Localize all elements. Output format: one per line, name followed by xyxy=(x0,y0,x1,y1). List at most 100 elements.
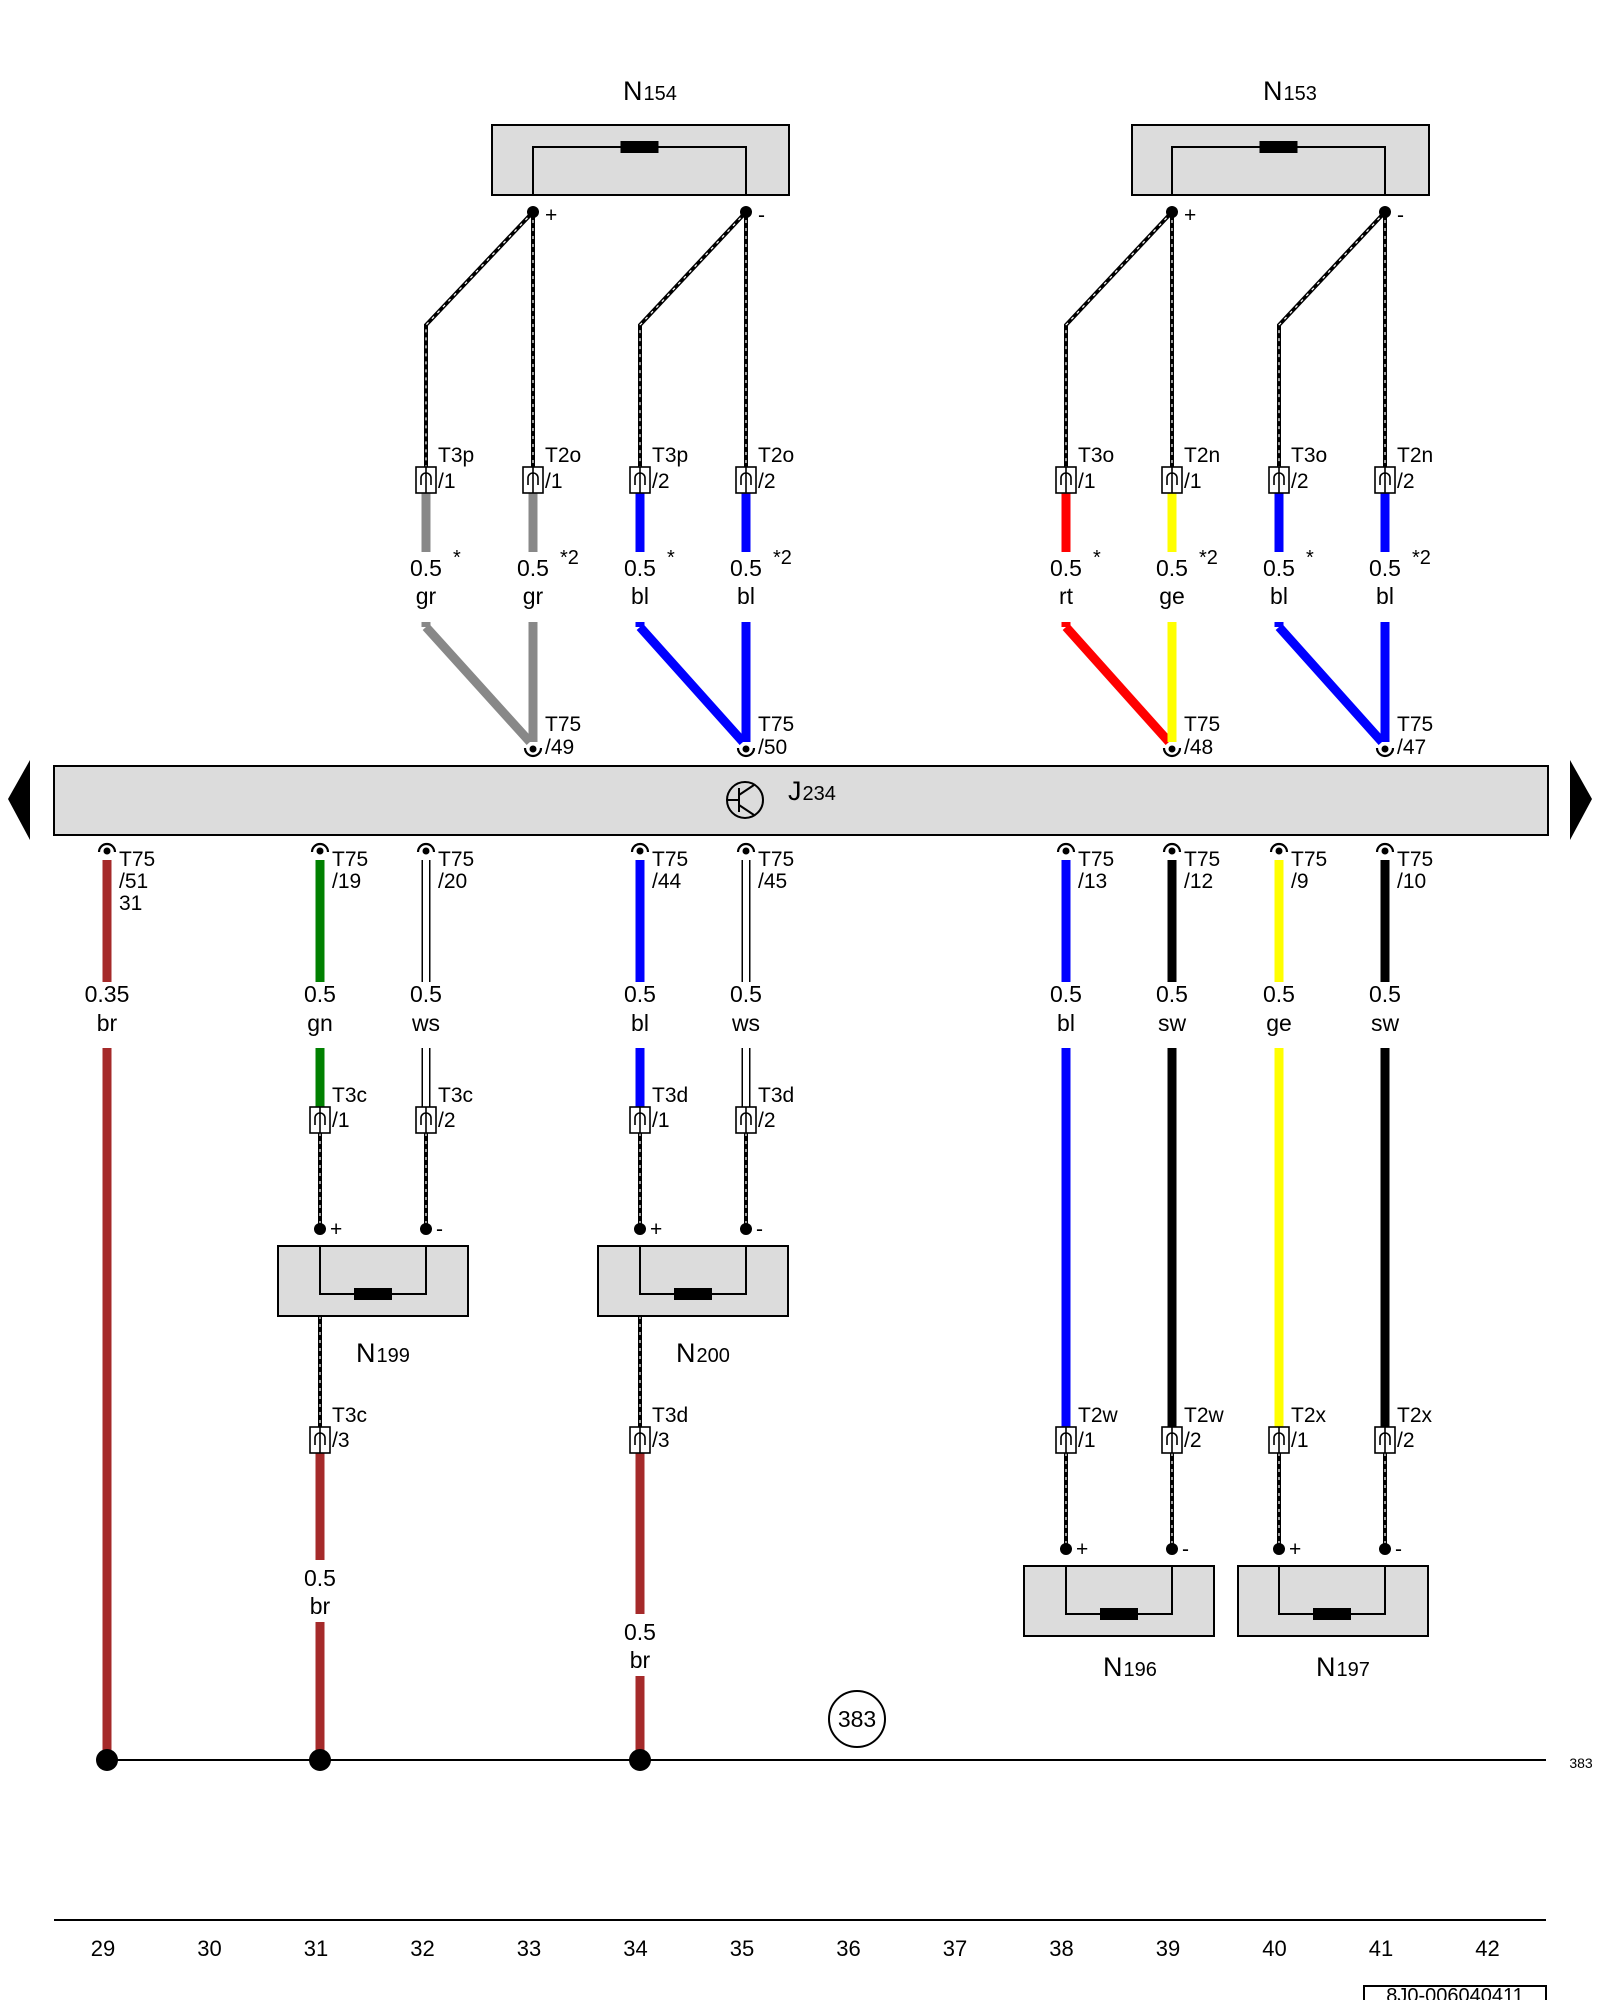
lower-wire-9-conn2-pin: /2 xyxy=(1397,1429,1415,1452)
upper-wire-7-junction-label: T75 xyxy=(1397,713,1433,736)
lower-wire-3-pin-label: /20 xyxy=(438,870,467,893)
upper-wire-6-note: *2 xyxy=(1199,547,1218,569)
lower-wire-8-pin-dot xyxy=(1273,1543,1285,1555)
ruler-col-34: 34 xyxy=(623,1936,647,1961)
control-unit-label: J234 xyxy=(788,776,836,806)
upper-wire-4-conn-label: T2o xyxy=(758,444,794,467)
lower-wire-2-polarity: + xyxy=(330,1218,342,1241)
upper-wire-2-note: *2 xyxy=(560,547,579,569)
lower-wire-6-pin-dot xyxy=(1060,1543,1072,1555)
n197-label: N197 xyxy=(1316,1652,1370,1682)
upper-wire-3-junction-label: T75 xyxy=(758,713,794,736)
n197-coil xyxy=(1313,1608,1351,1620)
upper-wire-1-pin-label: /1 xyxy=(438,470,456,493)
junction-1 xyxy=(523,747,543,758)
n197-label-letter: N xyxy=(1316,1652,1336,1682)
lower-wire-6-socket-contact xyxy=(1062,847,1070,855)
lower-wire-6-socket xyxy=(1056,842,1076,853)
ground-wire-n199-conn-label: T3c xyxy=(332,1404,367,1427)
doc-id: 8J0-006040411 xyxy=(1386,1985,1524,2000)
n199-label: N199 xyxy=(356,1338,410,1368)
upper-wire-6-pin-label: /1 xyxy=(1184,470,1202,493)
lower-wire-2-conn2-label: T3c xyxy=(332,1084,367,1107)
upper-wire-5-black xyxy=(1064,210,1174,467)
n200-box xyxy=(597,1245,789,1317)
upper-wire-5-black-twist xyxy=(1065,211,1173,467)
lower-wire-1-pin2-label: 31 xyxy=(119,892,142,915)
upper-wire-3-color-c xyxy=(636,623,747,746)
lower-wire-7-socket xyxy=(1162,842,1182,853)
lower-wire-9-polarity: - xyxy=(1395,1538,1402,1561)
ruler-col-40: 40 xyxy=(1262,1936,1286,1961)
lower-wire-7-socket-contact xyxy=(1168,847,1176,855)
n197-box xyxy=(1237,1565,1429,1637)
upper-wire-2-conn-label: T2o xyxy=(545,444,581,467)
ruler-col-32: 32 xyxy=(410,1936,434,1961)
junction-2-contact xyxy=(742,745,750,753)
upper-wire-4-color-code: bl xyxy=(737,583,755,609)
lower-wire-8-pin-label: /9 xyxy=(1291,870,1309,893)
n154-coil xyxy=(620,141,659,153)
upper-wire-1-black-twist xyxy=(425,211,534,467)
n154-pin-dot-1 xyxy=(527,206,539,218)
upper-wire-3-gauge: 0.5 xyxy=(624,555,656,581)
ruler-col-29: 29 xyxy=(91,1936,115,1961)
lower-wire-4-conn2-pin: /1 xyxy=(652,1109,670,1132)
lower-wire-3-color-code: ws xyxy=(411,1010,440,1036)
lower-wire-4-pin-label: /44 xyxy=(652,870,682,893)
ruler-col-31: 31 xyxy=(304,1936,328,1961)
ground-wire-n200-gauge: 0.5 xyxy=(624,1619,656,1645)
upper-wire-7-conn-label: T3o xyxy=(1291,444,1327,467)
ground-junction-2 xyxy=(309,1749,331,1771)
upper-wire-3-color-code: bl xyxy=(631,583,649,609)
ground-wire-n200-pin-label: /3 xyxy=(652,1429,670,1452)
n196-label-number: 196 xyxy=(1124,1659,1157,1681)
upper-wire-1-color-code: gr xyxy=(416,583,437,609)
lower-wire-7-pin-dot xyxy=(1166,1543,1178,1555)
junction-3 xyxy=(1162,747,1182,758)
control-unit-letter: J xyxy=(788,776,802,806)
upper-wire-5-color-c xyxy=(1062,623,1173,746)
lower-wire-6-conn2-label: T2w xyxy=(1078,1404,1119,1427)
lower-wire-9-socket-contact xyxy=(1381,847,1389,855)
n154-box xyxy=(491,124,790,196)
upper-wire-3-pin-label: /2 xyxy=(652,470,670,493)
upper-wire-5-note: * xyxy=(1093,547,1101,569)
upper-wire-4-note: *2 xyxy=(773,547,792,569)
n200-label-letter: N xyxy=(676,1338,696,1368)
lower-wire-5-pin-dot xyxy=(740,1223,752,1235)
lower-wire-6-polarity: + xyxy=(1076,1538,1088,1561)
lower-wire-6-conn-label: T75 xyxy=(1078,848,1114,871)
ground-wire-n200-color-code: br xyxy=(630,1647,651,1673)
lower-wire-3-socket xyxy=(416,842,436,853)
n154-label: N154 xyxy=(623,76,677,106)
transistor-collector xyxy=(738,784,755,796)
n153-label: N153 xyxy=(1263,76,1317,106)
upper-wire-7-gauge: 0.5 xyxy=(1263,555,1295,581)
lower-wire-1-conn-label: T75 xyxy=(119,848,155,871)
upper-wire-3-junction-pin: /50 xyxy=(758,736,787,759)
lower-wire-7-polarity: - xyxy=(1182,1538,1189,1561)
upper-wire-7-black xyxy=(1277,210,1387,467)
upper-wire-6-conn-label: T2n xyxy=(1184,444,1220,467)
lower-wire-8-socket xyxy=(1269,842,1289,853)
ground-junction-3 xyxy=(629,1749,651,1771)
n153-label-number: 153 xyxy=(1284,83,1317,105)
lower-wire-1-gauge: 0.35 xyxy=(85,981,130,1007)
upper-wire-1-black xyxy=(424,210,535,467)
lower-wire-3-conn2-label: T3c xyxy=(438,1084,473,1107)
n154-label-letter: N xyxy=(623,76,643,106)
upper-wire-4-gauge: 0.5 xyxy=(730,555,762,581)
lower-wire-4-gauge: 0.5 xyxy=(624,981,656,1007)
upper-wire-3-note: * xyxy=(667,547,675,569)
n153-pin-dot-2 xyxy=(1379,206,1391,218)
upper-wire-3-black-twist xyxy=(639,211,747,467)
upper-wire-7-pin-label: /2 xyxy=(1291,470,1309,493)
n154-polarity-2: - xyxy=(758,204,765,227)
upper-wire-1-junction-pin: /49 xyxy=(545,736,574,759)
ground-wire-n199-gauge: 0.5 xyxy=(304,1565,336,1591)
n153-polarity-1: + xyxy=(1184,204,1196,227)
lower-wire-3-conn-label: T75 xyxy=(438,848,474,871)
n196-label: N196 xyxy=(1103,1652,1157,1682)
n196-label-letter: N xyxy=(1103,1652,1123,1682)
